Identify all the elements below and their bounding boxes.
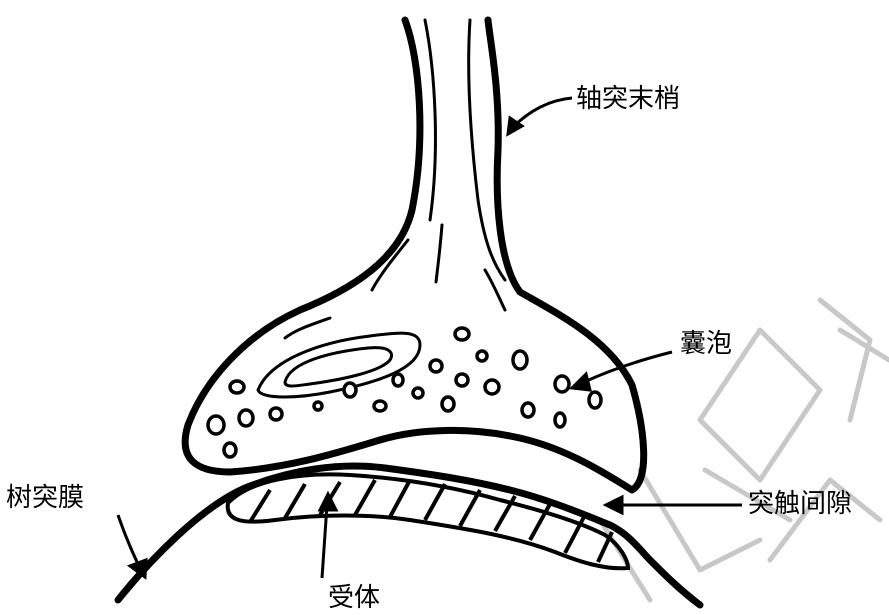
label-vesicle: 囊泡 bbox=[680, 329, 732, 359]
label-dendrite-membrane: 树突膜 bbox=[6, 483, 84, 513]
arrow-dendrite-membrane bbox=[118, 515, 146, 577]
arrow-receptor bbox=[320, 494, 336, 578]
arrow-synaptic-cleft bbox=[606, 497, 742, 513]
label-receptor: 受体 bbox=[328, 583, 380, 610]
label-synaptic-cleft: 突触间隙 bbox=[748, 489, 852, 519]
label-axon-terminal: 轴突末梢 bbox=[576, 84, 680, 114]
arrow-axon-terminal bbox=[508, 98, 572, 134]
dendrite-membrane bbox=[118, 466, 700, 605]
mitochondrion bbox=[258, 333, 420, 397]
receptor bbox=[228, 474, 628, 568]
